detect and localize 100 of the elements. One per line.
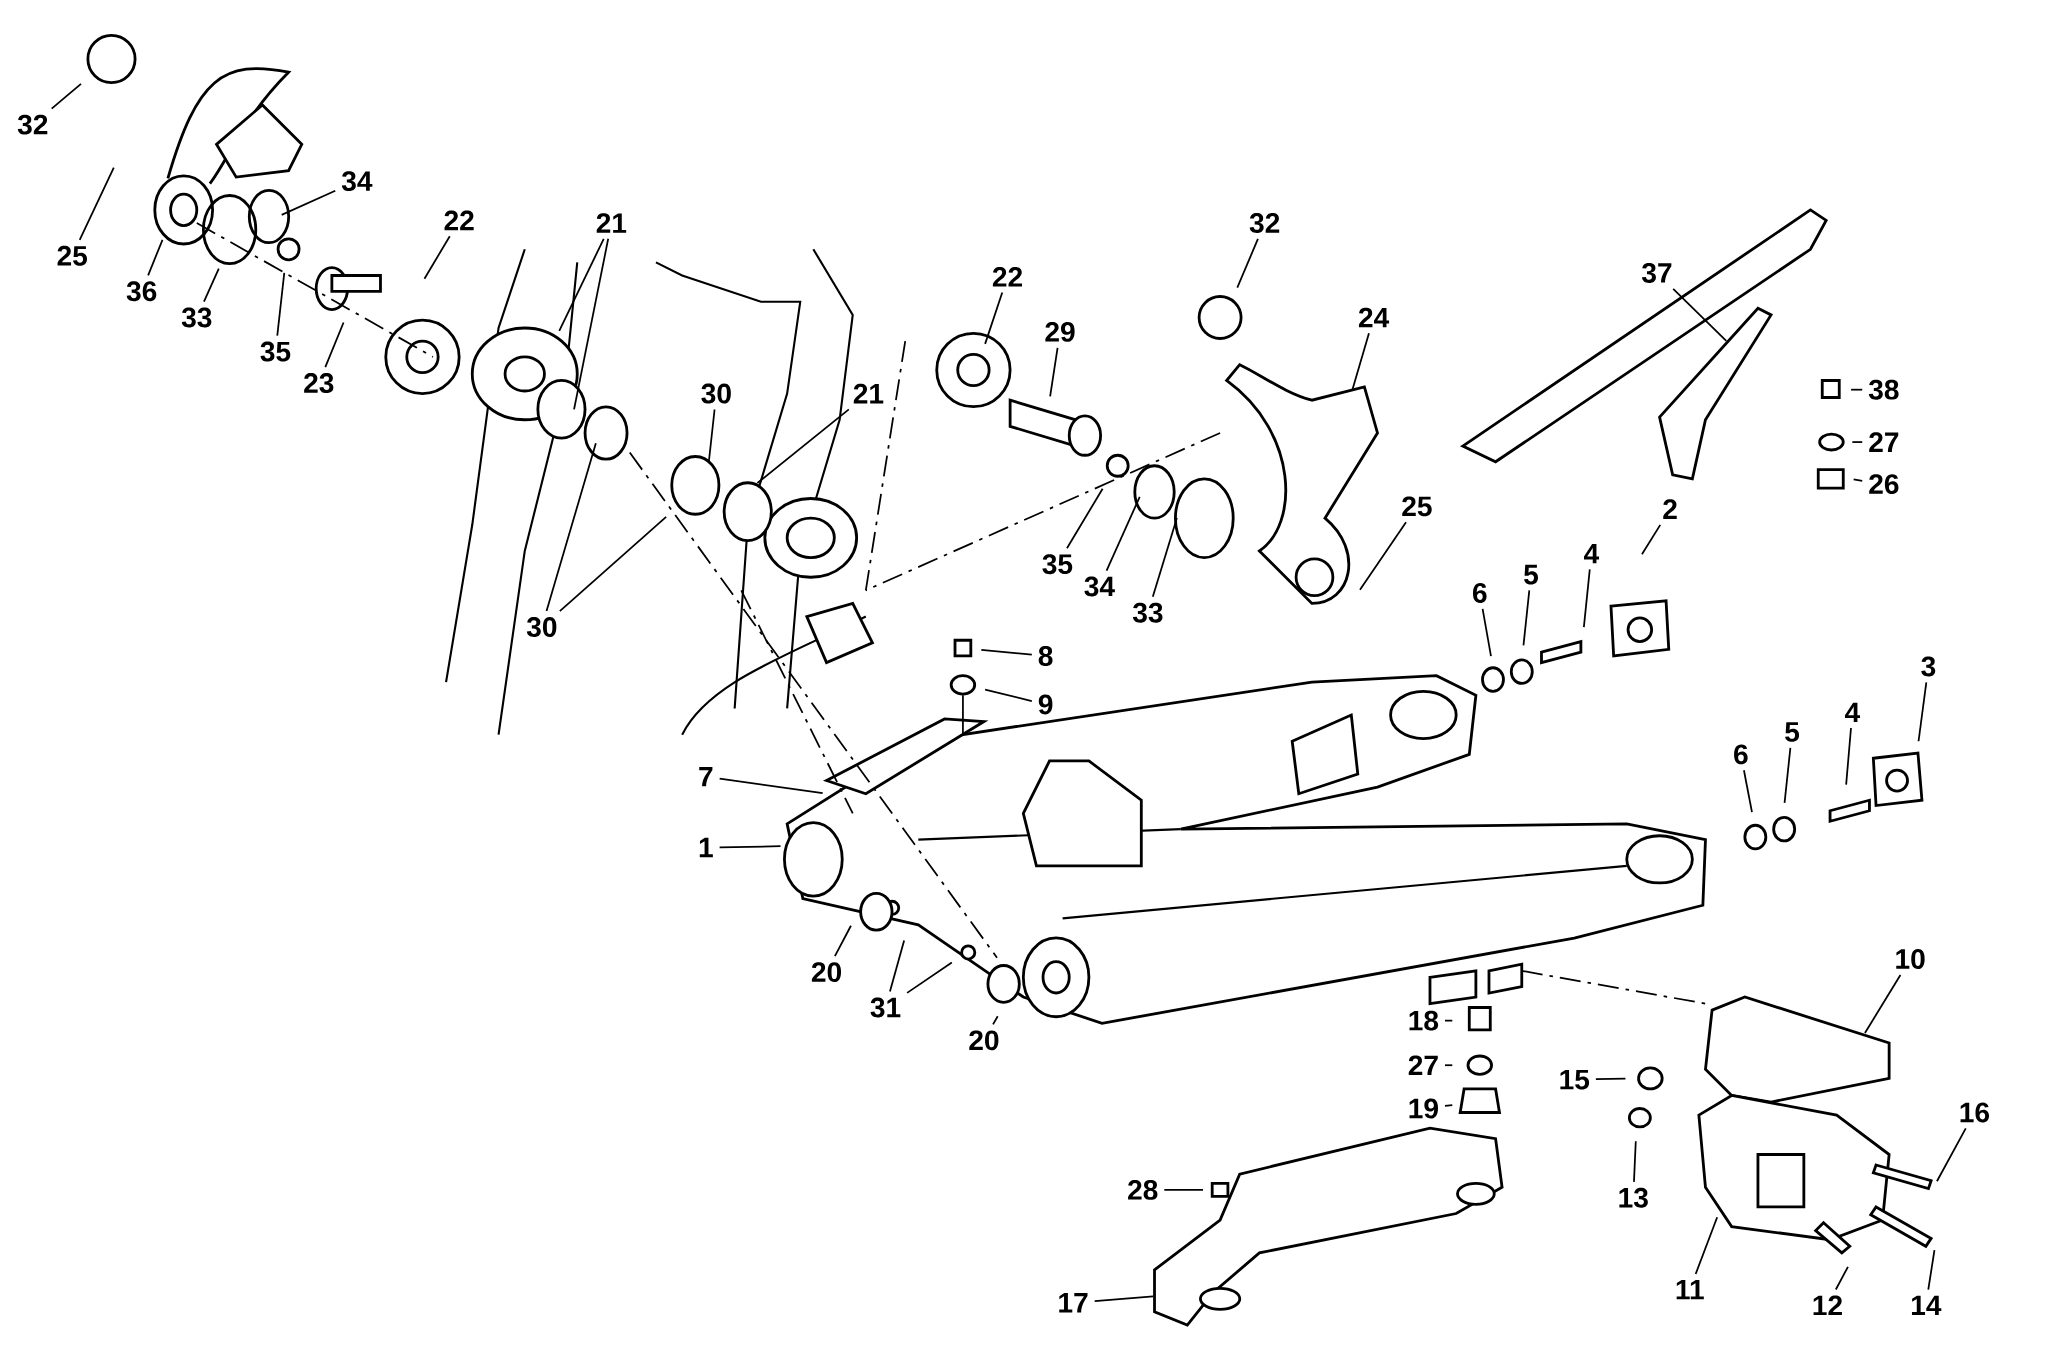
leader-line <box>1672 288 1728 342</box>
callout-number: 14 <box>1911 1295 1942 1316</box>
callout-number: 20 <box>969 1030 999 1051</box>
callout-number: 30 <box>701 383 731 404</box>
callout-number: 25 <box>1402 496 1432 517</box>
callout-number: 24 <box>1358 307 1390 328</box>
leader-line <box>1852 478 1864 482</box>
callout-number: 18 <box>1409 1010 1439 1031</box>
callout-number: 15 <box>1560 1070 1590 1090</box>
callout-number: 29 <box>1045 322 1075 342</box>
callout-number: 4 <box>1584 544 1600 564</box>
leader-line <box>980 649 1033 656</box>
leader-line <box>50 83 82 110</box>
leader-line <box>906 961 953 994</box>
callout-number: 9 <box>1038 694 1053 715</box>
callout-number: 10 <box>1896 949 1925 970</box>
leader-line <box>1583 568 1591 629</box>
leader-line <box>1351 332 1370 391</box>
callout-number: 5 <box>1785 722 1800 742</box>
leader-line <box>573 238 610 411</box>
callout-number: 35 <box>1042 554 1073 575</box>
leader-line <box>1834 1266 1849 1291</box>
leader-line <box>1927 1249 1936 1291</box>
callout-number: 12 <box>1813 1295 1842 1316</box>
callout-number: 3 <box>1921 656 1936 677</box>
callout-number: 23 <box>304 373 334 394</box>
leader-line <box>1850 388 1864 391</box>
callout-number: 13 <box>1619 1187 1648 1208</box>
leader-line <box>1917 681 1928 743</box>
callout-number: 21 <box>853 383 884 404</box>
callout-number: 38 <box>1868 379 1899 400</box>
callout-number: 34 <box>1084 576 1115 597</box>
callout-number: 26 <box>1869 474 1899 495</box>
leader-line <box>280 190 337 216</box>
callout-number: 20 <box>811 962 842 983</box>
leader-line <box>324 321 345 369</box>
callout-number: 33 <box>181 307 212 328</box>
leader-line <box>1641 524 1662 556</box>
leader-line <box>545 442 597 613</box>
callout-number: 6 <box>1734 744 1748 765</box>
leader-line <box>1743 769 1753 814</box>
leader-line <box>558 238 605 332</box>
leader-line <box>834 924 852 958</box>
callout-number: 28 <box>1128 1180 1158 1200</box>
leader-line <box>889 939 905 993</box>
leader-line <box>1236 238 1259 289</box>
leader-line <box>147 239 164 277</box>
callout-number: 25 <box>57 245 87 266</box>
leader-line <box>1049 347 1059 398</box>
callout-number: 27 <box>1408 1055 1438 1076</box>
leader-line <box>1151 517 1178 598</box>
leader-line <box>984 688 1033 703</box>
leader-line <box>276 272 286 337</box>
leader-line <box>718 845 782 849</box>
leader-line <box>707 408 716 463</box>
callout-number: 17 <box>1059 1293 1088 1313</box>
leader-line <box>1481 608 1492 658</box>
callout-number: 4 <box>1844 702 1860 723</box>
callout-number: 33 <box>1132 602 1163 623</box>
leader-line <box>1444 1019 1454 1022</box>
leader-line <box>558 516 668 613</box>
callout-number: 31 <box>870 997 901 1018</box>
leader-line <box>1093 1295 1155 1303</box>
leader-line <box>1163 1189 1204 1191</box>
callout-number: 2 <box>1663 499 1677 519</box>
leader-line <box>1864 974 1902 1035</box>
callout-number: 8 <box>1038 646 1053 666</box>
callout-number: 37 <box>1642 263 1672 283</box>
leader-line <box>1522 589 1531 647</box>
leader-line <box>1359 521 1407 591</box>
callout-number: 30 <box>526 617 557 638</box>
callout-number: 7 <box>699 767 713 787</box>
callout-number: 5 <box>1524 564 1538 585</box>
callout-number: 34 <box>341 171 373 192</box>
leader-line <box>1694 1216 1719 1275</box>
callout-number: 35 <box>260 341 291 362</box>
leader-line <box>1845 727 1852 786</box>
callout-number: 21 <box>596 213 627 233</box>
leader-line <box>78 166 115 241</box>
leader-line <box>1595 1077 1627 1081</box>
callout-number: 22 <box>444 210 474 231</box>
callout-number: 19 <box>1409 1098 1438 1119</box>
leader-line <box>1105 496 1141 572</box>
callout-number: 1 <box>699 838 713 858</box>
leader-line <box>756 408 850 484</box>
callout-number: 36 <box>126 281 157 302</box>
leader-line <box>984 291 1004 345</box>
callout-number: 27 <box>1869 432 1899 452</box>
leader-line <box>992 1015 999 1026</box>
leader-line <box>1066 488 1104 550</box>
leader-line <box>203 267 220 303</box>
callout-number: 32 <box>17 114 48 135</box>
leader-line <box>1936 1127 1967 1183</box>
leader-line <box>1851 441 1864 444</box>
leader-line <box>1444 1064 1454 1067</box>
leader-line <box>1783 747 1792 804</box>
leader-line <box>718 777 824 795</box>
callout-number: 6 <box>1473 583 1487 604</box>
callout-number: 11 <box>1676 1280 1704 1300</box>
callout-number: 16 <box>1960 1102 1990 1123</box>
